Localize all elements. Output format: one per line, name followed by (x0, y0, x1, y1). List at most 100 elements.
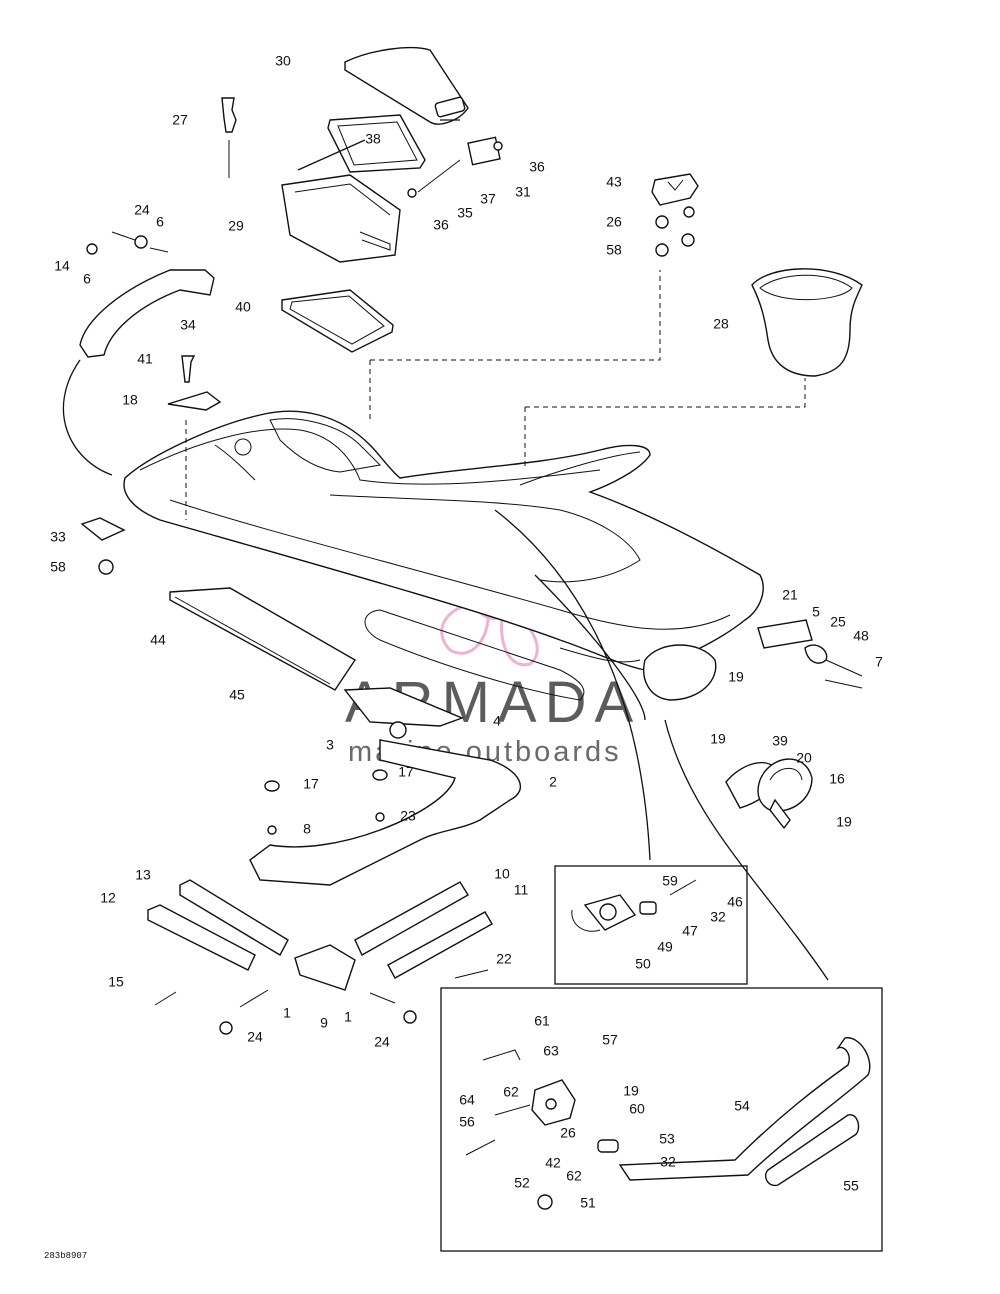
callout-24: 24 (374, 1034, 390, 1050)
callout-61: 61 (534, 1013, 550, 1029)
callout-55: 55 (843, 1178, 859, 1194)
callout-17: 17 (398, 764, 414, 780)
callout-19: 19 (836, 814, 852, 830)
callout-28: 28 (713, 316, 729, 332)
callout-27: 27 (172, 112, 188, 128)
callout-4: 4 (493, 713, 501, 729)
latch-31 (407, 136, 503, 198)
callout-31: 31 (515, 184, 531, 200)
diagram-code: 283b8907 (44, 1251, 87, 1261)
callout-64: 64 (459, 1092, 475, 1108)
clips-17-23 (264, 769, 388, 835)
callout-11: 11 (514, 882, 529, 898)
callout-6: 6 (83, 271, 91, 287)
rivets-1-15-22 (154, 969, 489, 1008)
callout-53: 53 (659, 1131, 675, 1147)
callout-24: 24 (134, 202, 150, 218)
callout-33: 33 (50, 529, 66, 545)
callout-49: 49 (657, 939, 673, 955)
callout-7: 7 (875, 654, 883, 670)
handle-34 (79, 269, 215, 358)
callout-15: 15 (108, 974, 124, 990)
callout-19: 19 (728, 669, 744, 685)
callout-35: 35 (457, 205, 473, 221)
callout-25: 25 (830, 614, 846, 630)
hull-assembly (123, 410, 764, 701)
ladder-mount-62-64 (465, 1049, 619, 1210)
callout-36: 36 (433, 217, 449, 233)
plate-4 (343, 687, 464, 739)
callout-52: 52 (514, 1175, 530, 1191)
storage-basket-28 (751, 268, 863, 377)
callout-24: 24 (247, 1029, 263, 1045)
bracket-43 (651, 173, 699, 257)
callout-44: 44 (150, 632, 166, 648)
callout-58: 58 (606, 242, 622, 258)
callout-58: 58 (50, 559, 66, 575)
callout-59: 59 (662, 873, 678, 889)
callout-5: 5 (812, 604, 820, 620)
rails-10-13 (147, 879, 493, 1035)
callout-63: 63 (543, 1043, 559, 1059)
callout-9: 9 (320, 1015, 328, 1031)
callout-23: 23 (400, 808, 416, 824)
callout-40: 40 (235, 299, 251, 315)
callout-51: 51 (580, 1195, 596, 1211)
callout-26: 26 (606, 214, 622, 230)
callout-3: 3 (326, 737, 334, 753)
fitting-49-50 (571, 879, 697, 932)
callout-26: 26 (560, 1125, 576, 1141)
callout-47: 47 (682, 923, 698, 939)
callout-30: 30 (275, 53, 291, 69)
callout-10: 10 (494, 866, 510, 882)
callout-21: 21 (782, 587, 798, 603)
drain-plug-assembly (725, 619, 863, 830)
panel-44-45 (169, 587, 356, 691)
callout-60: 60 (629, 1101, 645, 1117)
callout-19: 19 (623, 1083, 639, 1099)
callout-32: 32 (660, 1154, 676, 1170)
callout-42: 42 (545, 1155, 561, 1171)
callout-56: 56 (459, 1114, 475, 1130)
callout-12: 12 (100, 890, 116, 906)
callout-2: 2 (549, 774, 557, 790)
callout-34: 34 (180, 317, 196, 333)
callout-6: 6 (156, 214, 164, 230)
callout-57: 57 (602, 1032, 618, 1048)
callout-17: 17 (303, 776, 319, 792)
callout-20: 20 (796, 750, 812, 766)
callout-22: 22 (496, 951, 512, 967)
intake-grate-2 (249, 739, 522, 886)
callout-37: 37 (480, 191, 496, 207)
storage-cover-30 (344, 46, 469, 125)
callout-39: 39 (772, 733, 788, 749)
callout-1: 1 (344, 1009, 352, 1025)
callout-48: 48 (853, 628, 869, 644)
callout-54: 54 (734, 1098, 750, 1114)
connector-lines (62, 119, 829, 981)
callout-1: 1 (283, 1005, 291, 1021)
callout-8: 8 (303, 821, 311, 837)
callout-46: 46 (727, 894, 743, 910)
gasket-38 (327, 114, 426, 173)
callout-43: 43 (606, 174, 622, 190)
ladder-54-55 (618, 1037, 871, 1187)
callout-62: 62 (566, 1168, 582, 1184)
callout-45: 45 (229, 687, 245, 703)
inset-box-ladder (440, 987, 883, 1252)
callout-19: 19 (710, 731, 726, 747)
callout-18: 18 (122, 392, 138, 408)
gasket-40 (281, 289, 394, 353)
callout-14: 14 (54, 258, 70, 274)
inset-box-fitting (554, 865, 748, 985)
callout-62: 62 (503, 1084, 519, 1100)
callout-50: 50 (635, 956, 651, 972)
callout-16: 16 (829, 771, 845, 787)
callout-13: 13 (135, 867, 151, 883)
storage-bin-29 (281, 174, 401, 263)
callout-29: 29 (228, 218, 244, 234)
callout-36: 36 (529, 159, 545, 175)
fasteners-left (80, 97, 237, 575)
